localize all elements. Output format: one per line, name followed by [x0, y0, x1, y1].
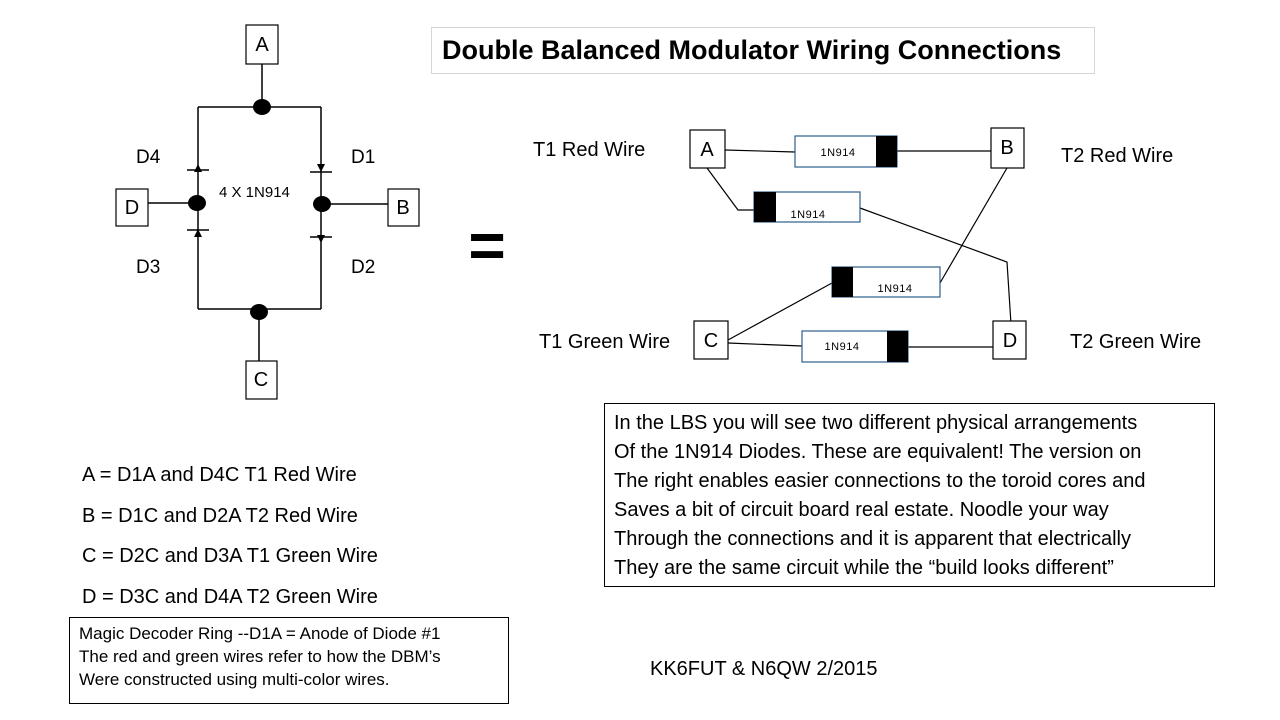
explanation-line: Through the connections and it is appare… — [614, 528, 1131, 550]
bridge-junctions — [188, 99, 331, 320]
diode-label-d4: D4 — [136, 147, 161, 168]
diode-label-d3: D3 — [136, 257, 160, 278]
bridge-diode-arrows — [194, 164, 325, 243]
wire-label-t1-red: T1 Red Wire — [533, 139, 645, 161]
wire-label-t1-green: T1 Green Wire — [539, 331, 670, 353]
layout-node-c-label: C — [704, 330, 718, 352]
note-line: Magic Decoder Ring --D1A = Anode of Diod… — [79, 624, 441, 643]
explanation-line: They are the same circuit while the “bui… — [614, 557, 1114, 579]
explanation-line: The right enables easier connections to … — [614, 470, 1146, 492]
diode-body-cd: 1N914 — [801, 330, 909, 363]
layout-node-b: B — [990, 127, 1025, 169]
diode-body-ab: 1N914 — [794, 135, 898, 168]
connection-mapping-list: A = D1A and D4C T1 Red Wire B = D1C and … — [82, 462, 378, 625]
mapping-line: C = D2C and D3A T1 Green Wire — [82, 545, 378, 568]
bridge-node-d-label: D — [125, 197, 139, 219]
layout-node-d: D — [992, 320, 1027, 360]
diode-body-cb: 1N914 — [831, 266, 941, 298]
decoder-note-box: Magic Decoder Ring --D1A = Anode of Diod… — [69, 617, 509, 704]
mapping-line: B = D1C and D2A T2 Red Wire — [82, 504, 358, 527]
explanation-box: In the LBS you will see two different ph… — [604, 403, 1215, 587]
note-line: Were constructed using multi-color wires… — [79, 670, 390, 689]
wire-label-t2-red: T2 Red Wire — [1061, 145, 1173, 167]
equals-sign: = — [468, 209, 505, 281]
bridge-part-label: 4 X 1N914 — [219, 184, 290, 201]
layout-node-b-label: B — [1000, 137, 1013, 159]
layout-node-c: C — [693, 320, 729, 360]
mapping-line: D = D3C and D4A T2 Green Wire — [82, 586, 378, 609]
bridge-node-a-label: A — [255, 34, 269, 56]
layout-node-a-label: A — [700, 139, 714, 161]
diode-part-label: 1N914 — [821, 147, 856, 159]
bridge-node-b: B — [387, 188, 420, 227]
layout-wires — [706, 149, 1012, 348]
bridge-node-d: D — [115, 188, 149, 227]
note-line: The red and green wires refer to how the… — [79, 647, 441, 666]
bridge-node-a: A — [245, 24, 279, 65]
mapping-line: A = D1A and D4C T1 Red Wire — [82, 464, 357, 486]
diode-part-label: 1N914 — [878, 283, 913, 295]
page-title-text: Double Balanced Modulator Wiring Connect… — [442, 35, 1062, 65]
bridge-node-c: C — [245, 360, 278, 400]
layout-node-d-label: D — [1003, 330, 1017, 352]
diode-part-label: 1N914 — [791, 209, 826, 221]
layout-node-a: A — [689, 129, 726, 169]
explanation-line: Saves a bit of circuit board real estate… — [614, 499, 1109, 521]
bridge-node-b-label: B — [396, 197, 409, 219]
diode-body-ad: 1N914 — [753, 191, 861, 223]
diode-part-label: 1N914 — [825, 341, 860, 353]
credit-line: KK6FUT & N6QW 2/2015 — [650, 658, 878, 680]
diode-label-d1: D1 — [351, 147, 375, 168]
explanation-line: In the LBS you will see two different ph… — [614, 412, 1138, 434]
wire-label-t2-green: T2 Green Wire — [1070, 331, 1201, 353]
bridge-node-c-label: C — [254, 369, 268, 391]
page-title: Double Balanced Modulator Wiring Connect… — [431, 27, 1095, 74]
explanation-line: Of the 1N914 Diodes. These are equivalen… — [614, 441, 1142, 463]
diode-label-d2: D2 — [351, 257, 375, 278]
